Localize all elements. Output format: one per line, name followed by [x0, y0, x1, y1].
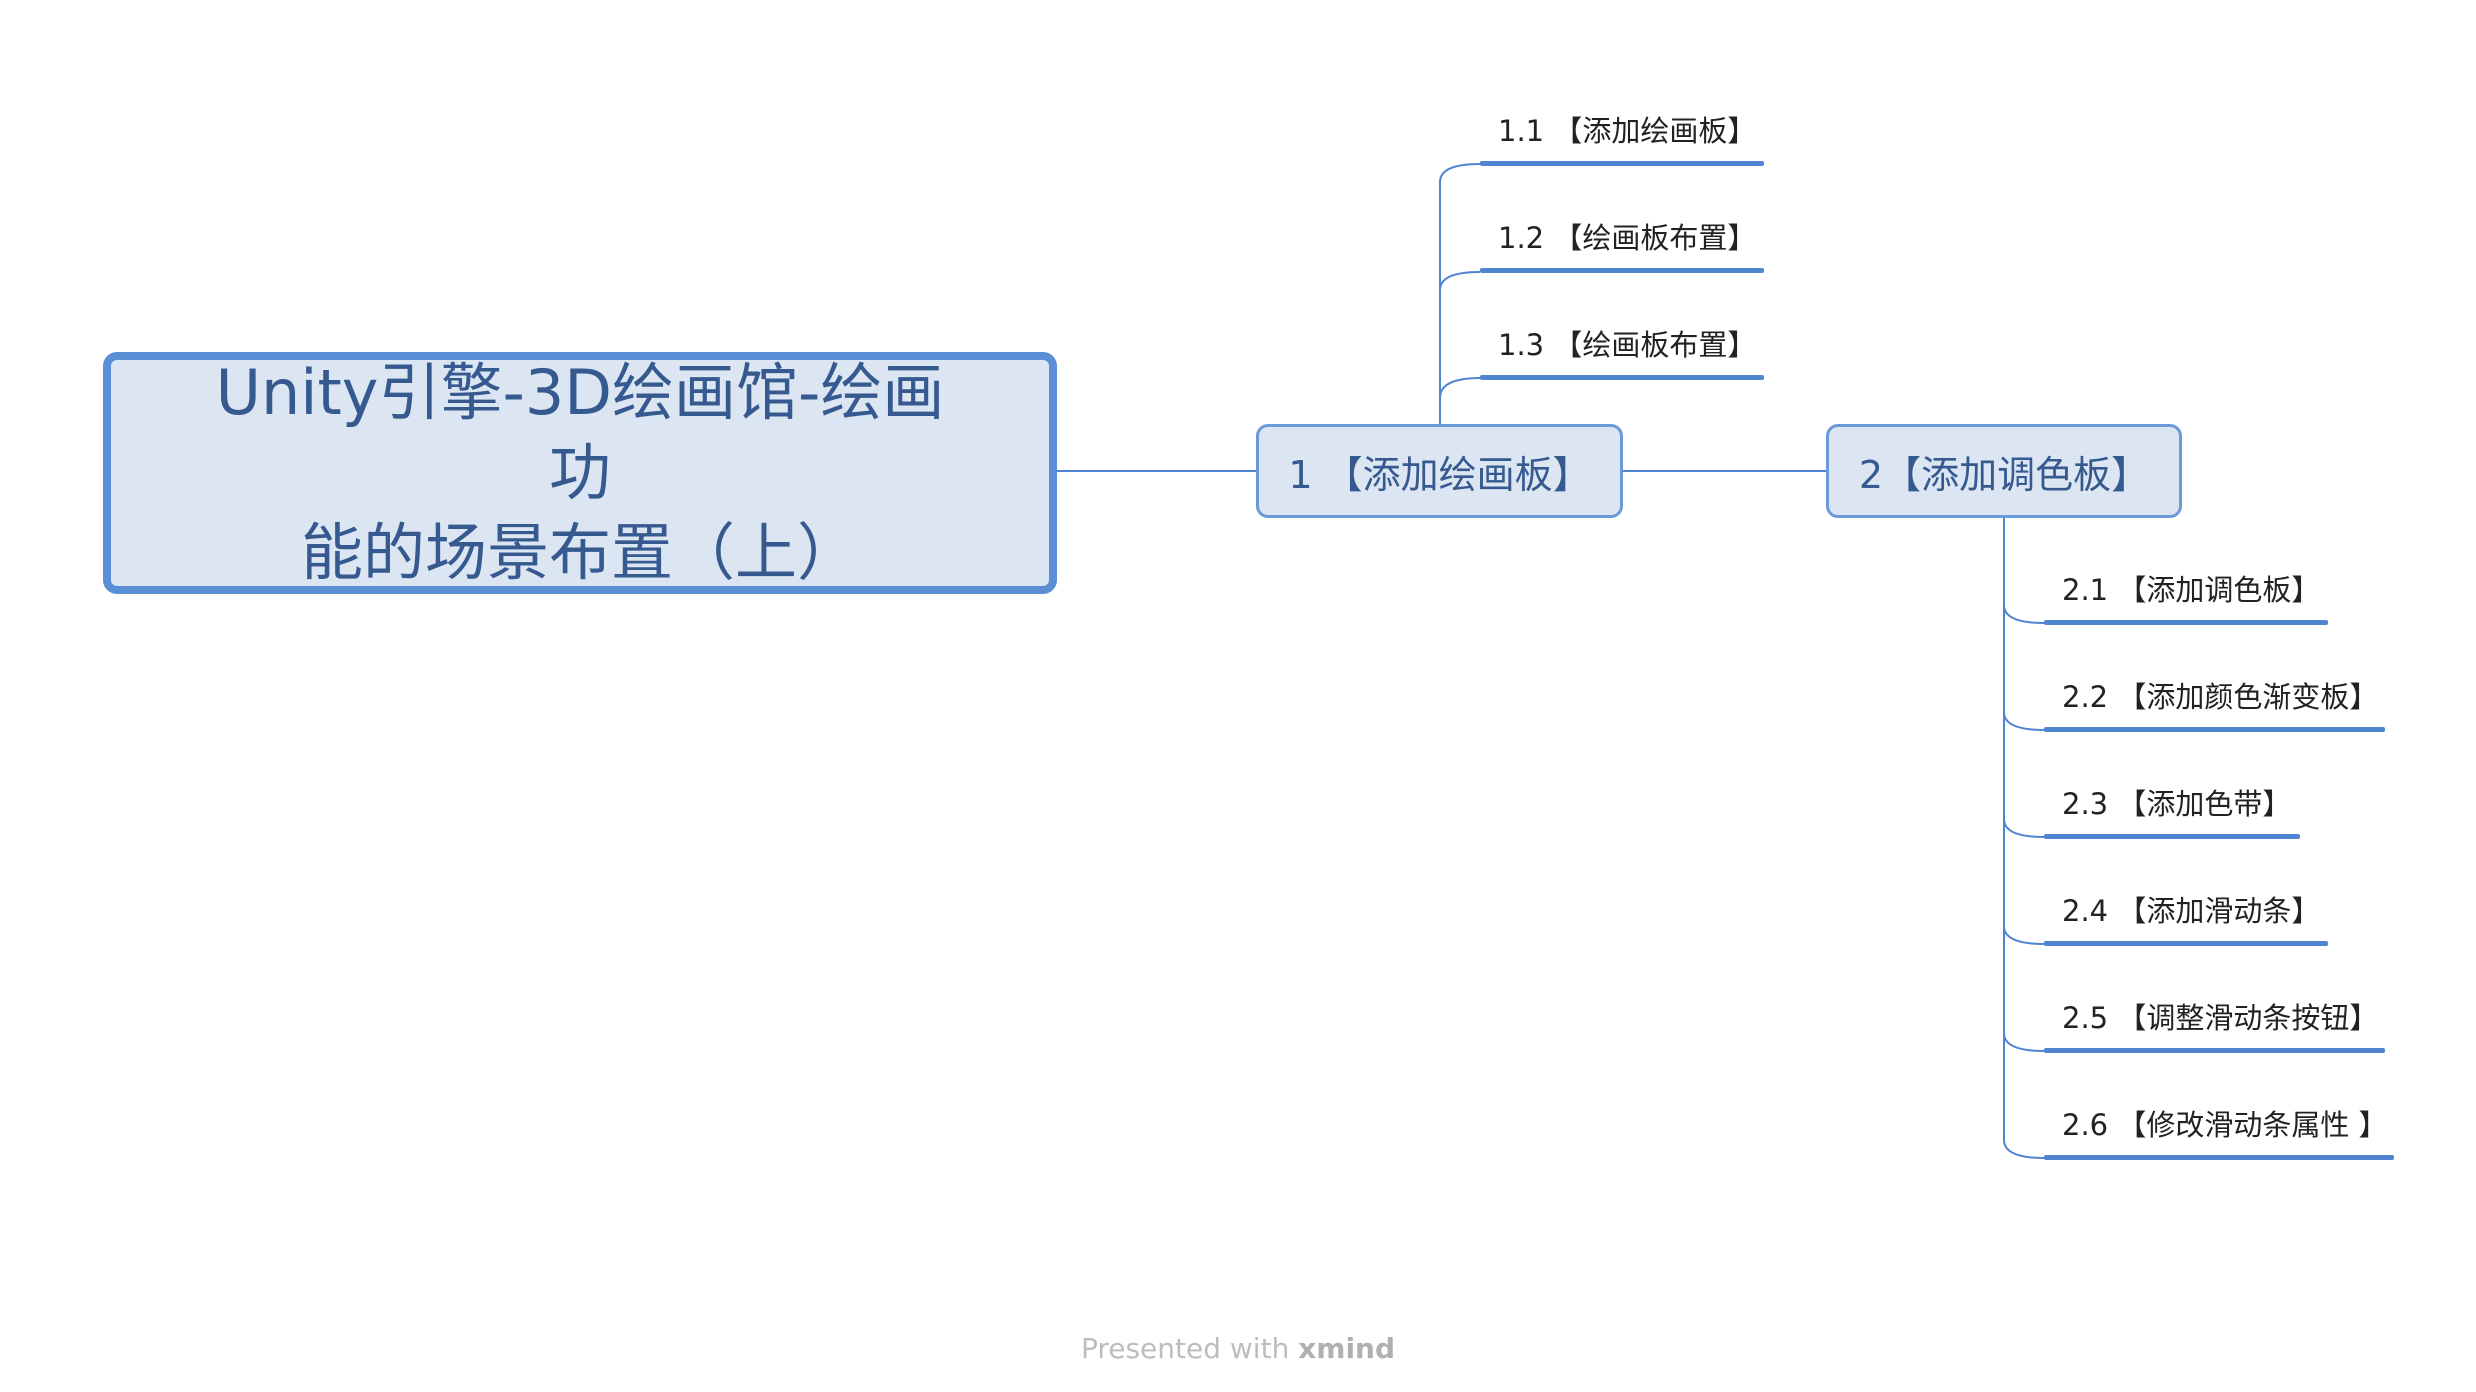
connector-to-2-2: [2003, 711, 2045, 731]
subtopic-underline: [2044, 834, 2300, 839]
xmind-watermark: Presented with xmind: [0, 1332, 2476, 1365]
subtopic-1-3[interactable]: 1.3 【绘画板布置】: [1480, 322, 1764, 380]
subtopic-2-1-label: 2.1 【添加调色板】: [2062, 573, 2321, 607]
subtopic-2-1[interactable]: 2.1 【添加调色板】: [2044, 567, 2328, 625]
main-topic-1[interactable]: 1 【添加绘画板】: [1256, 424, 1623, 518]
subtopic-2-4[interactable]: 2.4 【添加滑动条】: [2044, 888, 2328, 946]
subtopic-2-5[interactable]: 2.5 【调整滑动条按钮】: [2044, 995, 2385, 1053]
connector-to-2-5: [2003, 1032, 2045, 1052]
subtopic-underline: [1480, 268, 1764, 273]
connector-to-1-1: [1439, 163, 1481, 183]
subtopic-1-2[interactable]: 1.2 【绘画板布置】: [1480, 215, 1764, 273]
subtopic-2-3-label: 2.3 【添加色带】: [2062, 787, 2292, 821]
subtopic-2-2[interactable]: 2.2 【添加颜色渐变板】: [2044, 674, 2385, 732]
subtopic-1-2-label: 1.2 【绘画板布置】: [1498, 221, 1757, 255]
main-topic-2-label: 2【添加调色板】: [1858, 452, 2150, 497]
connector-to-1-2: [1439, 271, 1481, 291]
connector-to-2-1: [2003, 604, 2045, 624]
subtopic-underline: [2044, 620, 2328, 625]
connector-to-1-3: [1439, 377, 1481, 399]
subtopic-2-5-label: 2.5 【调整滑动条按钮】: [2062, 1001, 2379, 1035]
main-topic-2[interactable]: 2【添加调色板】: [1826, 424, 2182, 518]
subtopic-2-6-label: 2.6 【修改滑动条属性 】: [2062, 1108, 2388, 1142]
subtopic-underline: [2044, 1155, 2394, 1160]
xmind-logo-text: xmind: [1298, 1332, 1396, 1365]
central-topic-text: Unity引擎-3D绘画馆-绘画功 能的场景布置（上）: [191, 353, 969, 593]
subtopic-2-6[interactable]: 2.6 【修改滑动条属性 】: [2044, 1102, 2394, 1160]
subtopic-1-1[interactable]: 1.1 【添加绘画板】: [1480, 108, 1764, 166]
subtopic-underline: [1480, 161, 1764, 166]
watermark-prefix: Presented with: [1080, 1332, 1290, 1365]
connector-to-2-6: [2003, 1139, 2045, 1159]
connector-to-2-4: [2003, 925, 2045, 945]
subtopic-2-2-label: 2.2 【添加颜色渐变板】: [2062, 680, 2379, 714]
connector-to-2-3: [2003, 818, 2045, 838]
subtopic-underline: [2044, 1048, 2385, 1053]
subtopic-1-3-label: 1.3 【绘画板布置】: [1498, 328, 1757, 362]
central-topic-line2: 能的场景布置（上）: [300, 516, 859, 589]
subtopic-underline: [2044, 941, 2328, 946]
main-topic-1-label: 1 【添加绘画板】: [1288, 452, 1591, 497]
subtopic-2-3[interactable]: 2.3 【添加色带】: [2044, 781, 2300, 839]
subtopic-underline: [2044, 727, 2385, 732]
subtopic-underline: [1480, 375, 1764, 380]
central-topic[interactable]: Unity引擎-3D绘画馆-绘画功 能的场景布置（上）: [103, 352, 1057, 594]
central-topic-line1: Unity引擎-3D绘画馆-绘画功: [215, 356, 945, 509]
subtopic-2-4-label: 2.4 【添加滑动条】: [2062, 894, 2321, 928]
subtopic-1-1-label: 1.1 【添加绘画板】: [1498, 114, 1757, 148]
